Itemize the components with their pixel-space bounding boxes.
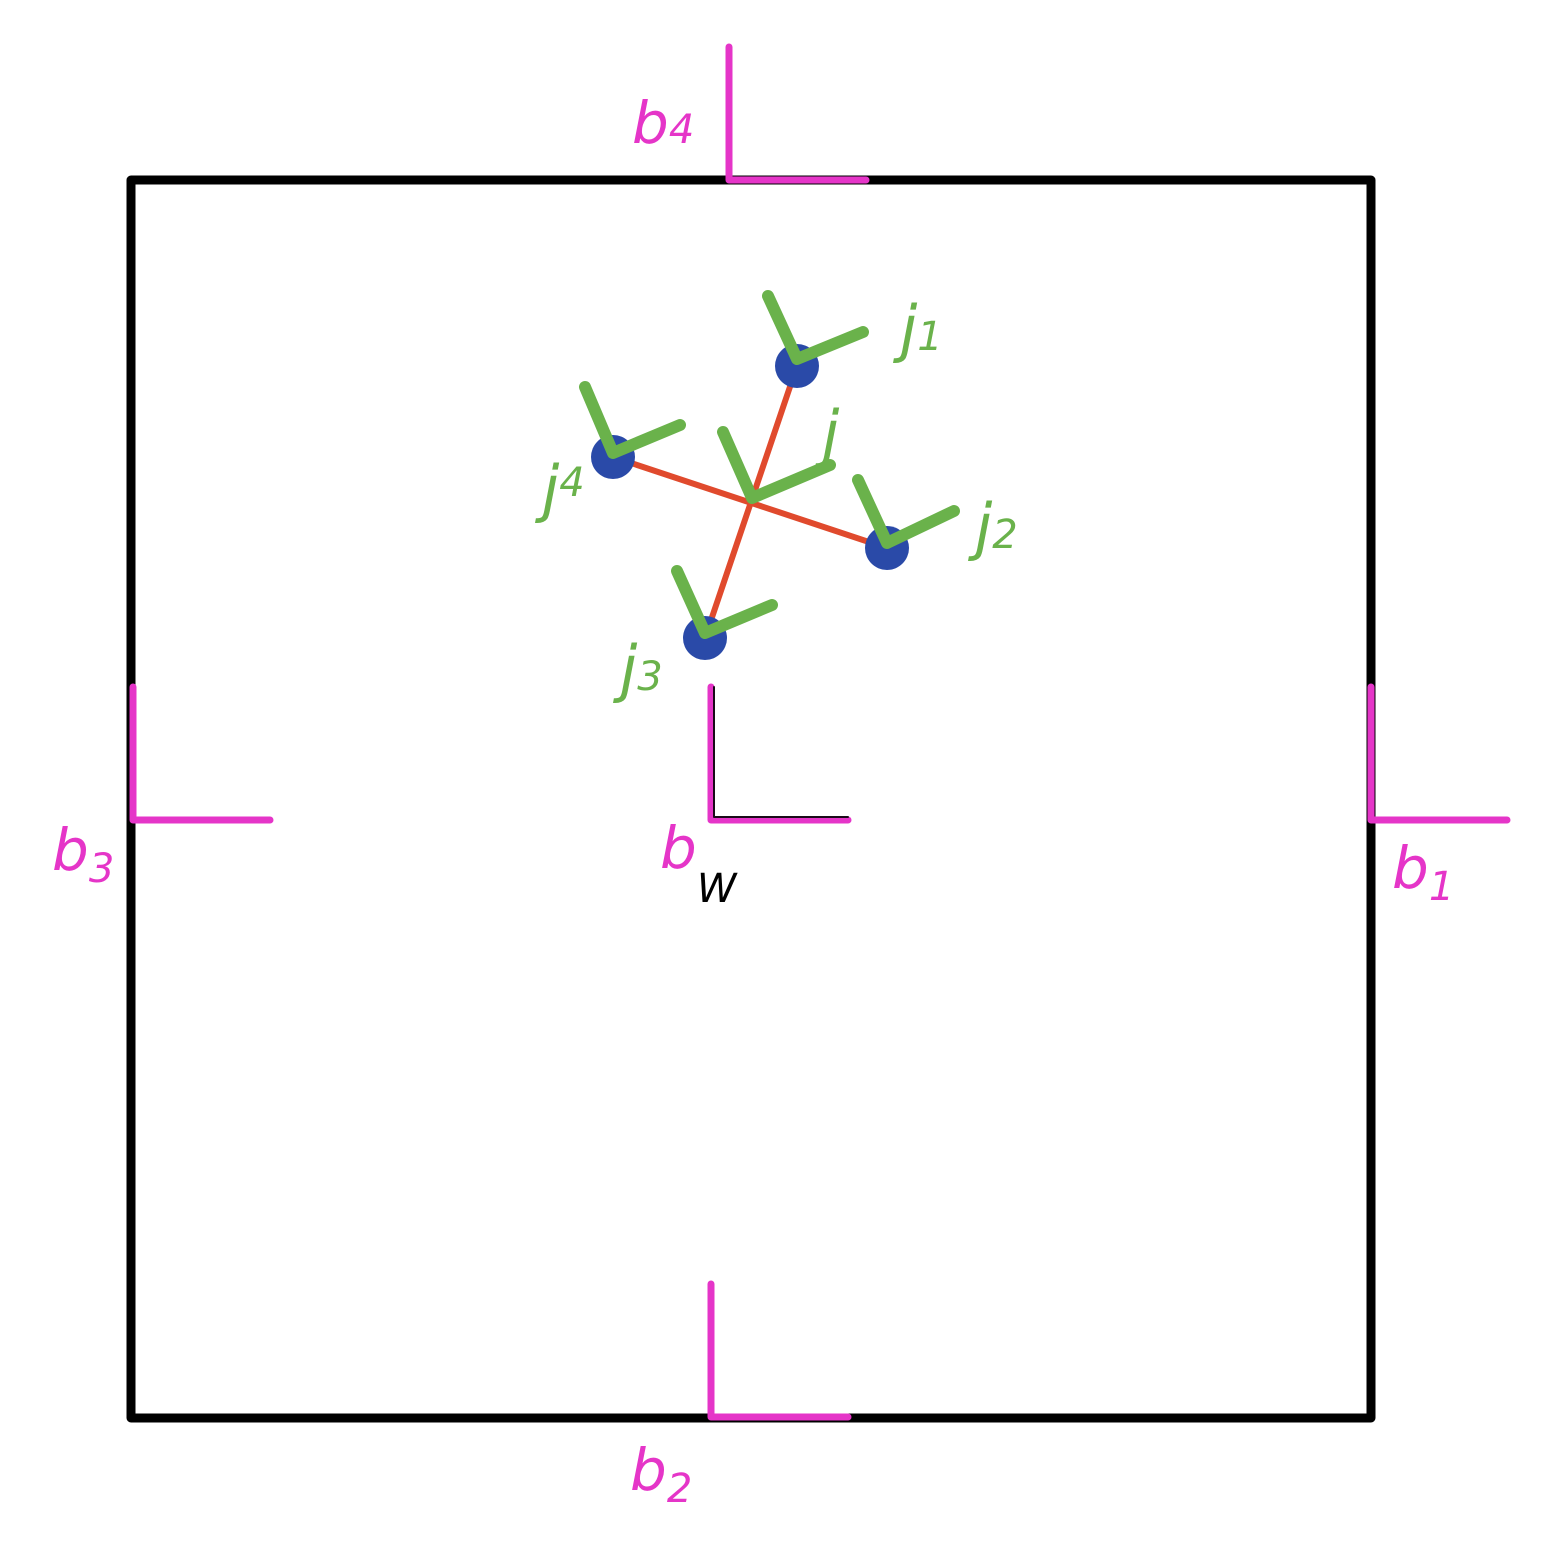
frame-b4 [725,43,870,184]
label-b4: b4 [632,89,694,157]
frame-bW-shadow [713,686,849,818]
label-b1: b1 [1392,834,1454,910]
joint-frame-labels: j j1 j2 j3 j4 [535,292,1018,705]
label-j2: j2 [968,490,1018,563]
label-b3: b3 [52,816,114,892]
frame-j1 [762,290,869,365]
label-j: j [815,397,840,470]
label-j4: j4 [535,452,585,525]
frame-b3 [129,683,274,824]
joint-frames [579,290,960,639]
body-frames [129,43,1511,1421]
frame-b2 [707,1280,852,1421]
label-j3: j3 [613,632,663,705]
label-b2: b2 [630,1436,692,1512]
frame-j [717,426,836,504]
frame-j4 [579,381,686,459]
boundary-square [126,175,1376,1423]
label-bW: bW [660,814,738,912]
frame-b1 [1367,683,1511,824]
frame-j3 [671,565,778,639]
label-j1: j1 [893,292,943,365]
frame-bW [707,683,852,824]
frame-j2 [852,474,960,549]
body-frame-labels: b1 b2 b3 b4 bW [52,89,1454,1512]
